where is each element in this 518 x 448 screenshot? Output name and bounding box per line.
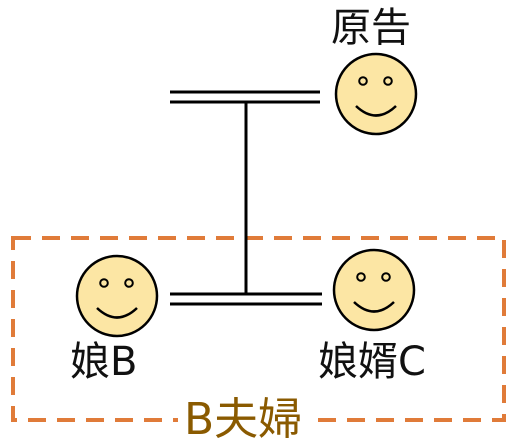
soninlaw-face-icon [332,248,416,332]
couple-group-label: B夫婦 [178,398,309,442]
plaintiff-label: 原告 [331,5,411,51]
plaintiff-marriage-line [170,90,320,104]
couple-group-border [11,236,506,422]
daughter-label: 娘B [70,339,138,385]
plaintiff-face-icon [334,52,418,136]
couple-marriage-line [170,292,322,306]
son-in-law-label: 娘婿C [318,339,426,385]
daughter-face-icon [75,254,159,338]
